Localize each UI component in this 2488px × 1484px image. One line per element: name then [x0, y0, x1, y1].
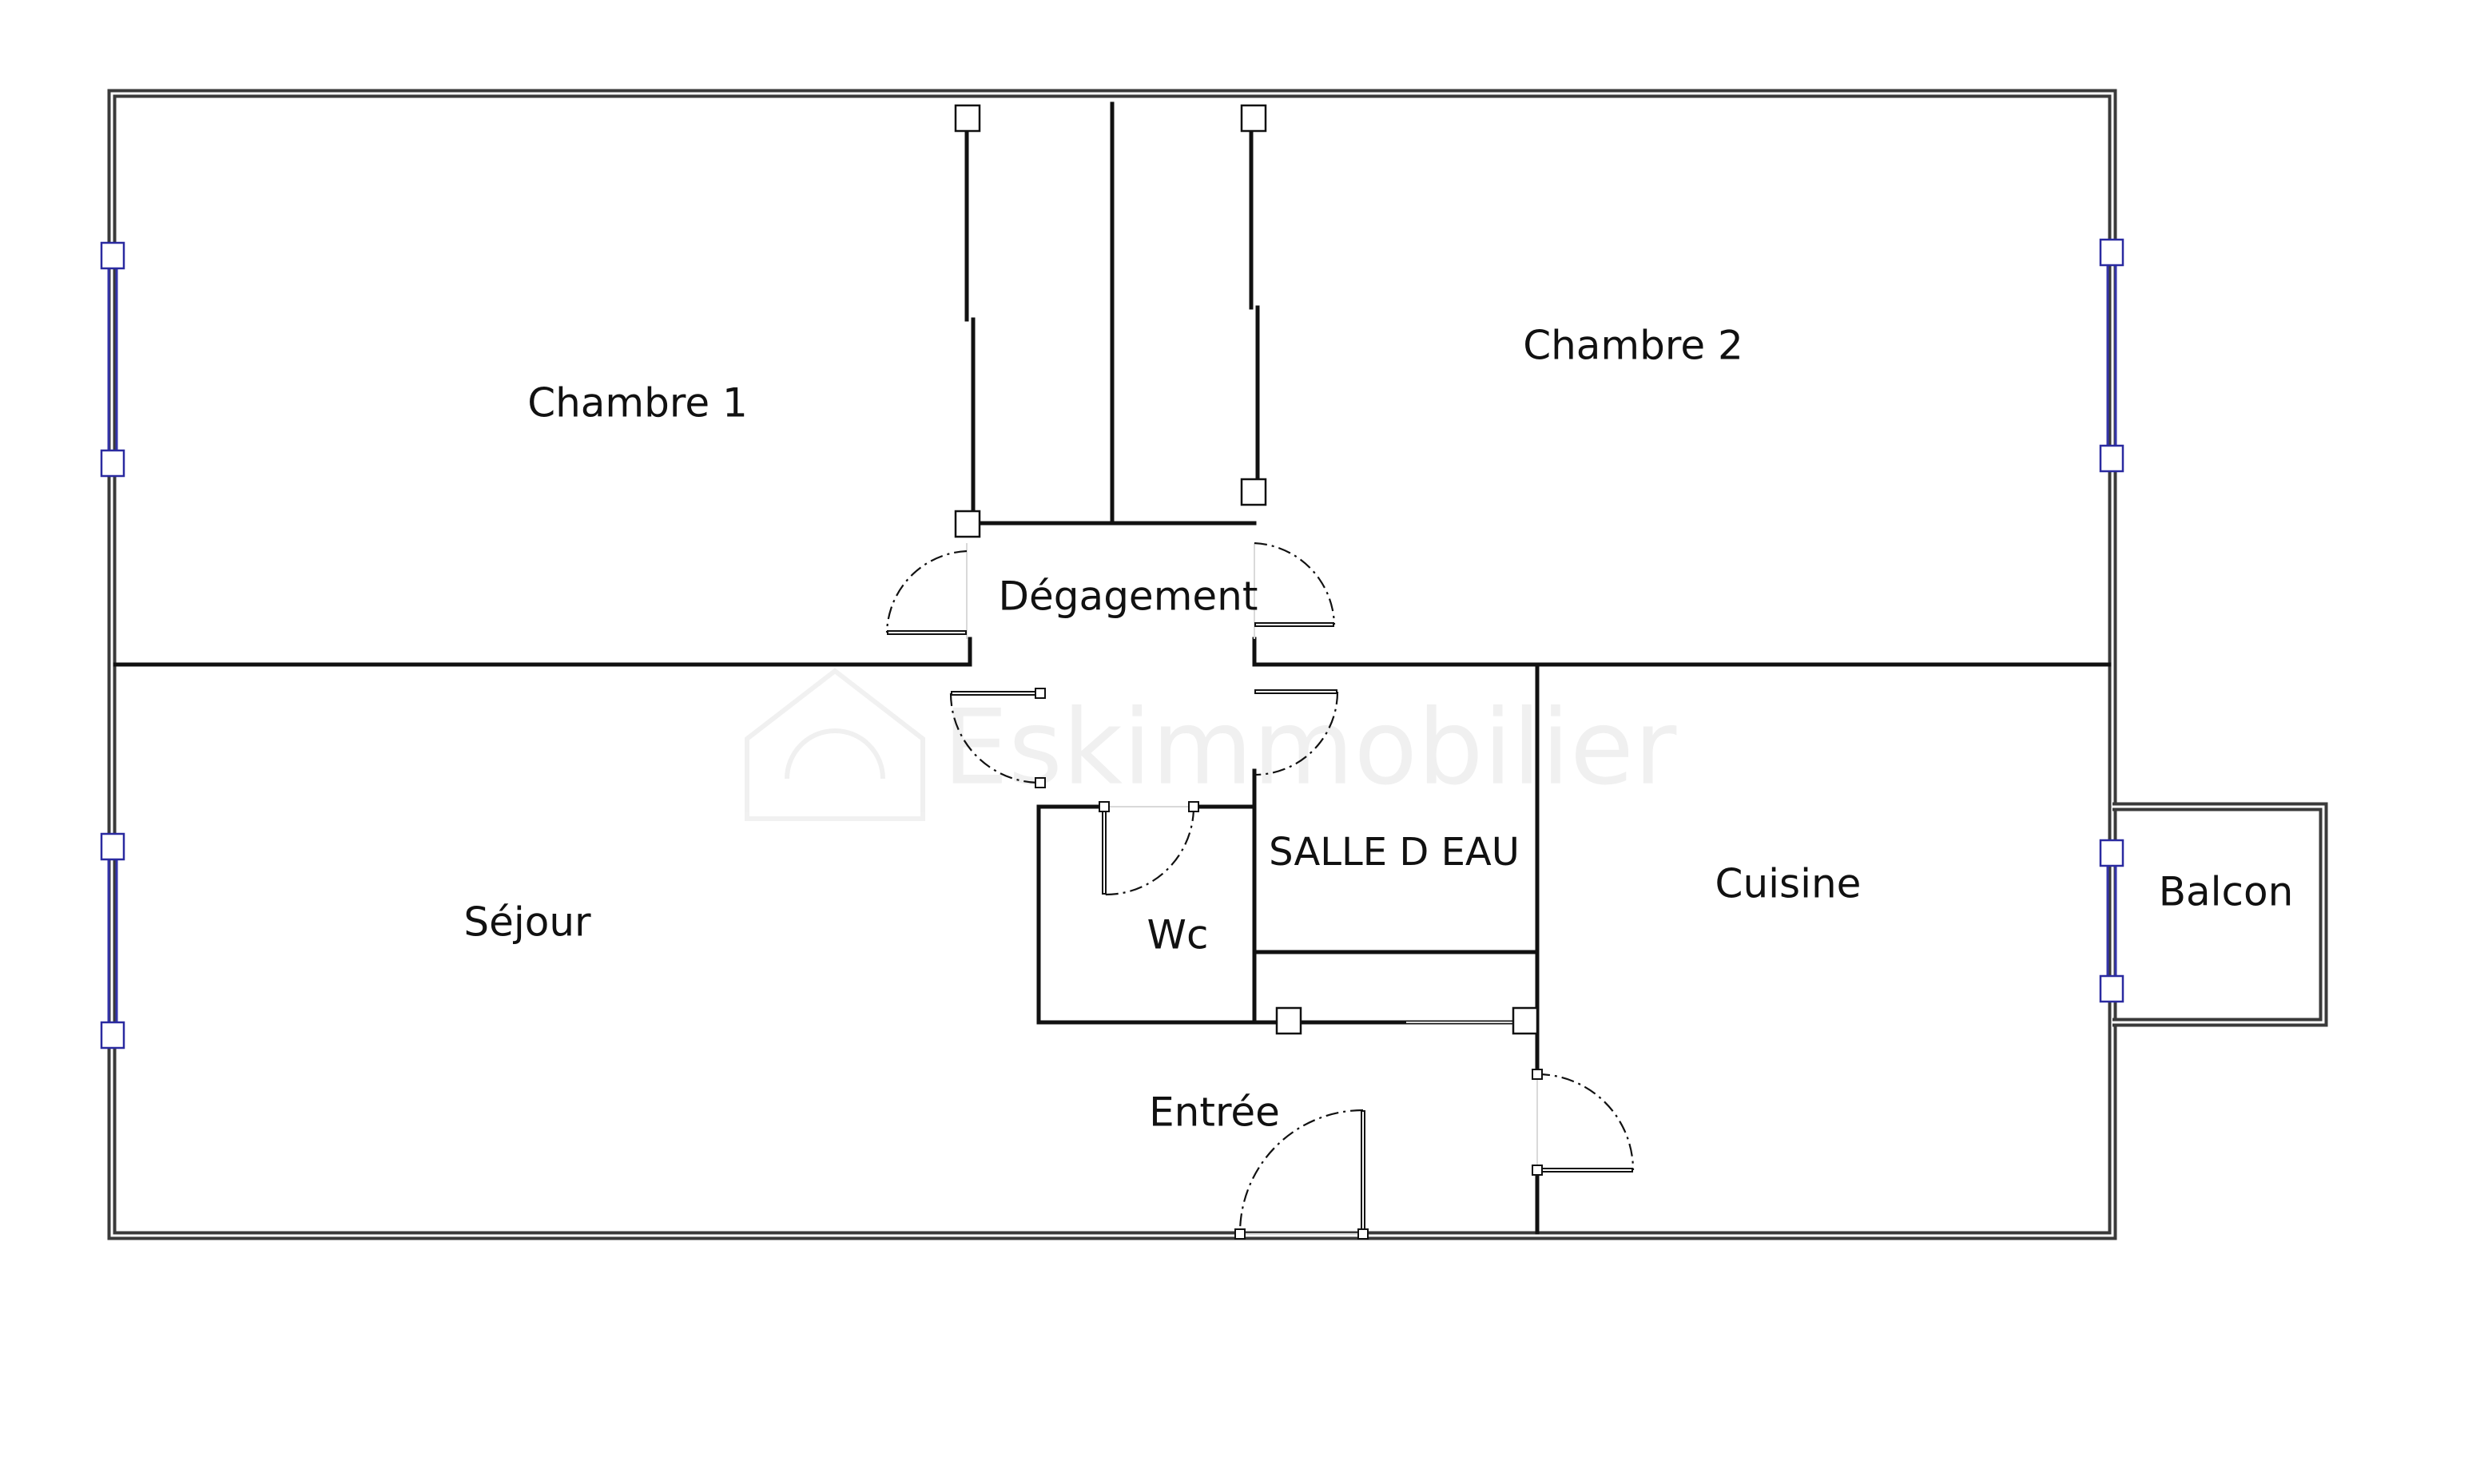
door-entree	[1234, 1109, 1369, 1240]
window-cuisine-balcon	[2099, 839, 2124, 1003]
watermark: Eskimmobilier	[745, 668, 1677, 821]
window-sejour	[100, 832, 125, 1050]
room-label-chambre-2: Chambre 2	[1523, 323, 1743, 369]
room-labels: Chambre 1 Chambre 2 Dégagement Séjour SA…	[463, 323, 2293, 1136]
room-label-sejour: Séjour	[463, 899, 591, 946]
closet-handles	[954, 104, 1539, 1035]
room-label-wc: Wc	[1147, 912, 1209, 958]
door-sejour	[949, 688, 1046, 788]
watermark-logo-icon	[745, 668, 925, 821]
room-label-cuisine: Cuisine	[1715, 861, 1862, 907]
door-wc	[1099, 801, 1199, 896]
windows	[100, 238, 2124, 1050]
watermark-text: Eskimmobilier	[943, 687, 1677, 808]
room-label-salle-eau: SALLE D EAU	[1269, 830, 1520, 875]
door-cuisine	[1532, 1069, 1635, 1176]
room-label-degagement: Dégagement	[999, 573, 1258, 620]
door-salle-eau	[1254, 689, 1339, 776]
exterior-walls	[107, 89, 2328, 1240]
window-chambre2	[2099, 238, 2124, 473]
doors	[885, 542, 1635, 1240]
door-chambre1	[885, 550, 968, 635]
door-chambre2	[1254, 542, 1336, 627]
room-label-chambre-1: Chambre 1	[527, 380, 748, 427]
room-label-balcon: Balcon	[2159, 869, 2294, 915]
window-chambre1	[100, 241, 125, 478]
room-label-entree: Entrée	[1149, 1089, 1280, 1136]
interior-walls	[113, 101, 2112, 1235]
